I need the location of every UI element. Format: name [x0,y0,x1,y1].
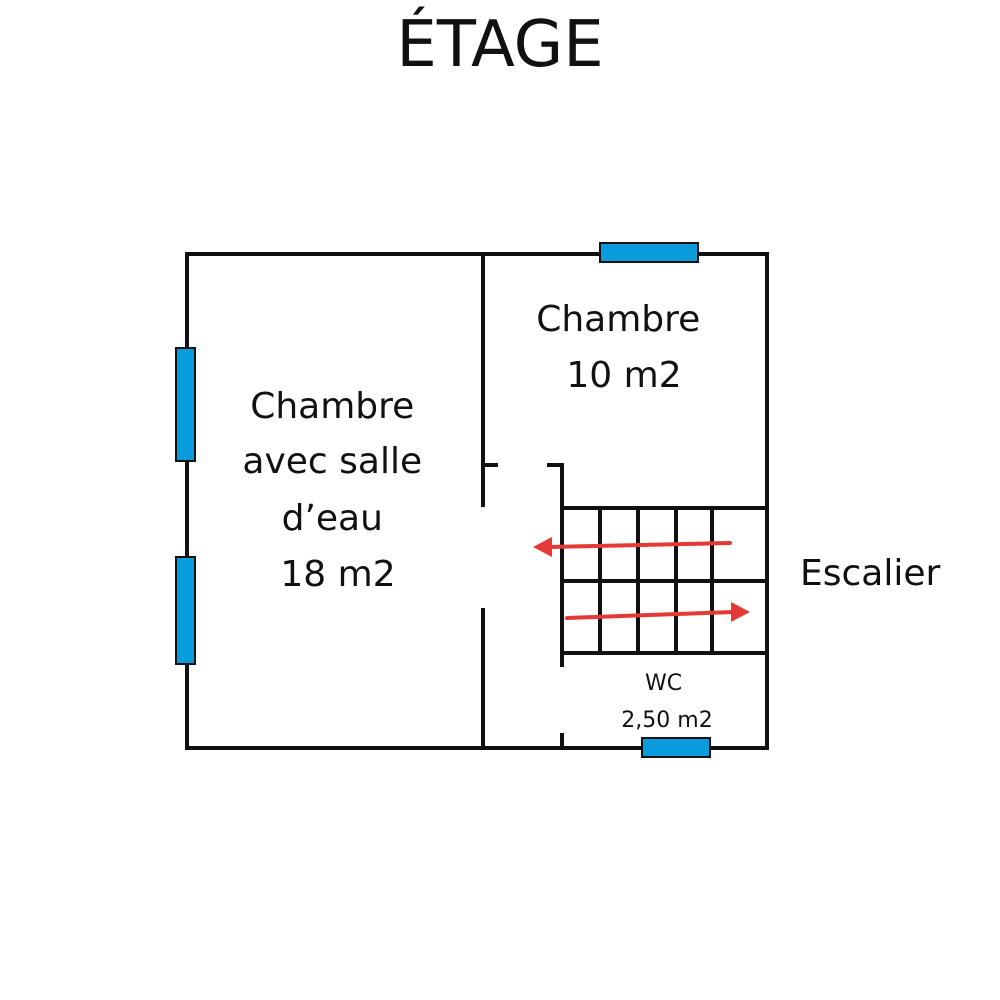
arrow-up-line [546,541,732,549]
window-left-upper [175,347,196,462]
arrow-down-line [565,610,736,620]
room-label-wc: WC 2,50 m2 [621,671,712,733]
page-title: ÉTAGE [396,6,603,82]
walls [185,252,769,750]
room-label-line: WC [645,671,682,696]
room-label-bedroom: Chambre 10 m2 [536,299,712,396]
window-top [599,242,699,263]
windows [175,242,711,758]
room-label-line: 10 m2 [566,355,681,396]
room-label-line: avec salle [242,441,422,482]
stairs-label: Escalier [800,553,941,594]
room-label-line: d’eau [282,498,383,539]
room-label-master: Chambre avec salle d’eau 18 m2 [242,386,433,595]
outer-wall [185,252,769,750]
window-bottom-wc [641,737,711,758]
arrow-up-head [533,537,552,557]
staircase [562,506,767,655]
stair-arrows [533,537,750,622]
room-label-line: Chambre [250,386,414,427]
window-left-lower [175,556,196,665]
arrow-down-head [731,602,750,622]
room-label-line: 2,50 m2 [621,708,712,733]
room-label-line: 18 m2 [280,554,395,595]
room-label-line: Chambre [536,299,700,340]
